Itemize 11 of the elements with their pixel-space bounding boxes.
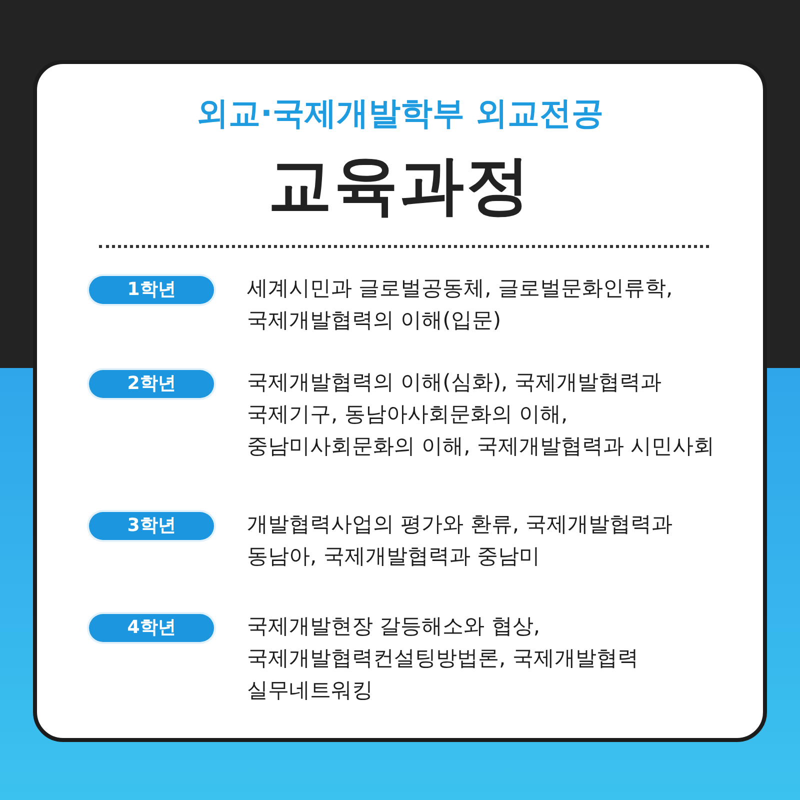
subtitle-heading: 외교·국제개발학부 외교전공: [195, 93, 605, 134]
year-badge: 4학년: [89, 614, 214, 642]
year-badge: 2학년: [89, 370, 214, 398]
main-title: 교육과정: [267, 148, 533, 225]
year-badge: 1학년: [89, 276, 214, 304]
course-list: 국제개발현장 갈등해소와 협상, 국제개발협력컨설팅방법론, 국제개발협력 실무네트워킹: [247, 610, 677, 706]
course-list: 세계시민과 글로벌공동체, 글로벌문화인류학, 국제개발협력의 이해(입문): [247, 272, 707, 336]
year-badge: 3학년: [89, 512, 214, 540]
course-list: 국제개발협력의 이해(심화), 국제개발협력과 국제기구, 동남아사회문화의 이해, 중남미사회문화의 이해, 국제개발협력과 시민사회: [247, 366, 737, 462]
course-list: 개발협력사업의 평가와 환류, 국제개발협력과 동남아, 국제개발협력과 중남미: [247, 508, 717, 572]
card-panel: [33, 60, 767, 742]
